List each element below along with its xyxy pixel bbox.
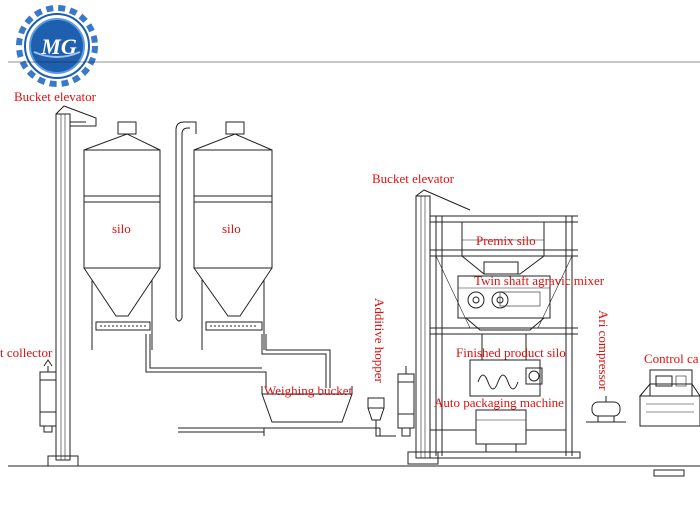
auto-packaging-drawing bbox=[430, 409, 566, 452]
label-air-compressor: Ari compressor bbox=[596, 310, 611, 391]
additive-hopper-drawing bbox=[367, 397, 396, 437]
label-auto-packaging: Auto packaging machine bbox=[434, 395, 564, 410]
label-control-cabinet: Control ca bbox=[644, 351, 699, 366]
logo-text: MG bbox=[41, 34, 77, 59]
steel-frame bbox=[429, 215, 581, 459]
label-mixer: Twin shaft agravic mixer bbox=[474, 273, 605, 288]
bucket-elevator-left bbox=[47, 105, 97, 467]
label-bucket-elevator-right: Bucket elevator bbox=[372, 171, 454, 186]
label-silo-1: silo bbox=[112, 221, 131, 236]
label-premix-silo: Premix silo bbox=[476, 233, 536, 248]
premix-silo-drawing bbox=[461, 221, 545, 275]
conveying-pipe bbox=[175, 121, 197, 322]
dust-collector-right-drawing bbox=[397, 366, 415, 437]
dust-collector-drawing bbox=[39, 359, 57, 433]
label-dust-collector: t collector bbox=[0, 345, 53, 360]
silo-1-drawing bbox=[83, 121, 161, 350]
control-cabinet-drawing bbox=[638, 369, 700, 477]
label-bucket-elevator-left: Bucket elevator bbox=[14, 89, 96, 104]
weighing-bucket-drawing bbox=[178, 386, 381, 436]
air-compressor-drawing bbox=[586, 396, 626, 423]
mixer-drawing bbox=[457, 275, 551, 331]
ground-line bbox=[8, 61, 700, 467]
silo-2-drawing bbox=[193, 121, 273, 350]
label-additive-hopper: Additive hopper bbox=[372, 298, 387, 383]
label-silo-2: silo bbox=[222, 221, 241, 236]
label-weighing-bucket: Weighing bucket bbox=[264, 383, 353, 398]
finished-product-silo-drawing bbox=[469, 334, 543, 397]
feed-lines bbox=[145, 334, 331, 388]
label-finished-product-silo: Finished product silo bbox=[456, 345, 566, 360]
bucket-elevator-right bbox=[407, 189, 471, 465]
